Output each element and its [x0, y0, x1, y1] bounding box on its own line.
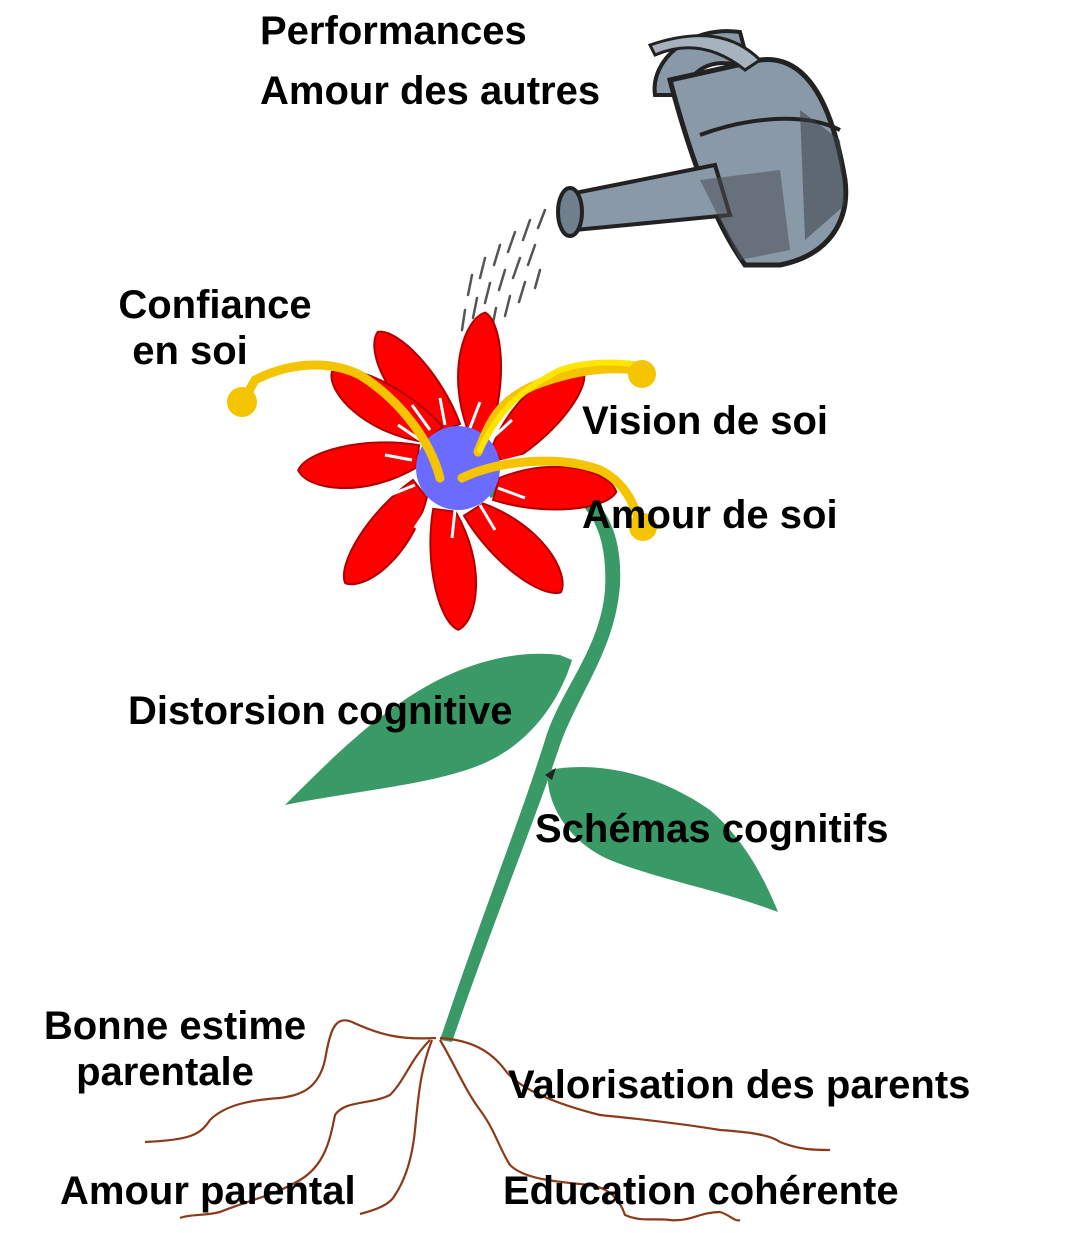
watering-can-icon	[558, 31, 846, 265]
label-schemas-cognitifs: Schémas cognitifs	[535, 806, 888, 852]
stamen-tip-left	[227, 387, 257, 417]
label-education-coherente: Education cohérente	[503, 1168, 899, 1214]
label-distorsion-cognitive: Distorsion cognitive	[128, 688, 513, 734]
label-performances: Performances	[260, 8, 527, 54]
label-vision-de-soi: Vision de soi	[582, 398, 828, 444]
label-bonne-estime-parentale: Bonne estime parentale	[10, 1003, 340, 1095]
label-confiance-en-soi: Confiance en soi	[100, 282, 330, 374]
label-amour-de-soi: Amour de soi	[582, 492, 838, 538]
label-valorisation-des-parents: Valorisation des parents	[508, 1062, 970, 1108]
stamen-tip-top	[628, 360, 656, 388]
label-amour-parental: Amour parental	[60, 1168, 356, 1214]
label-amour-des-autres: Amour des autres	[260, 68, 600, 114]
